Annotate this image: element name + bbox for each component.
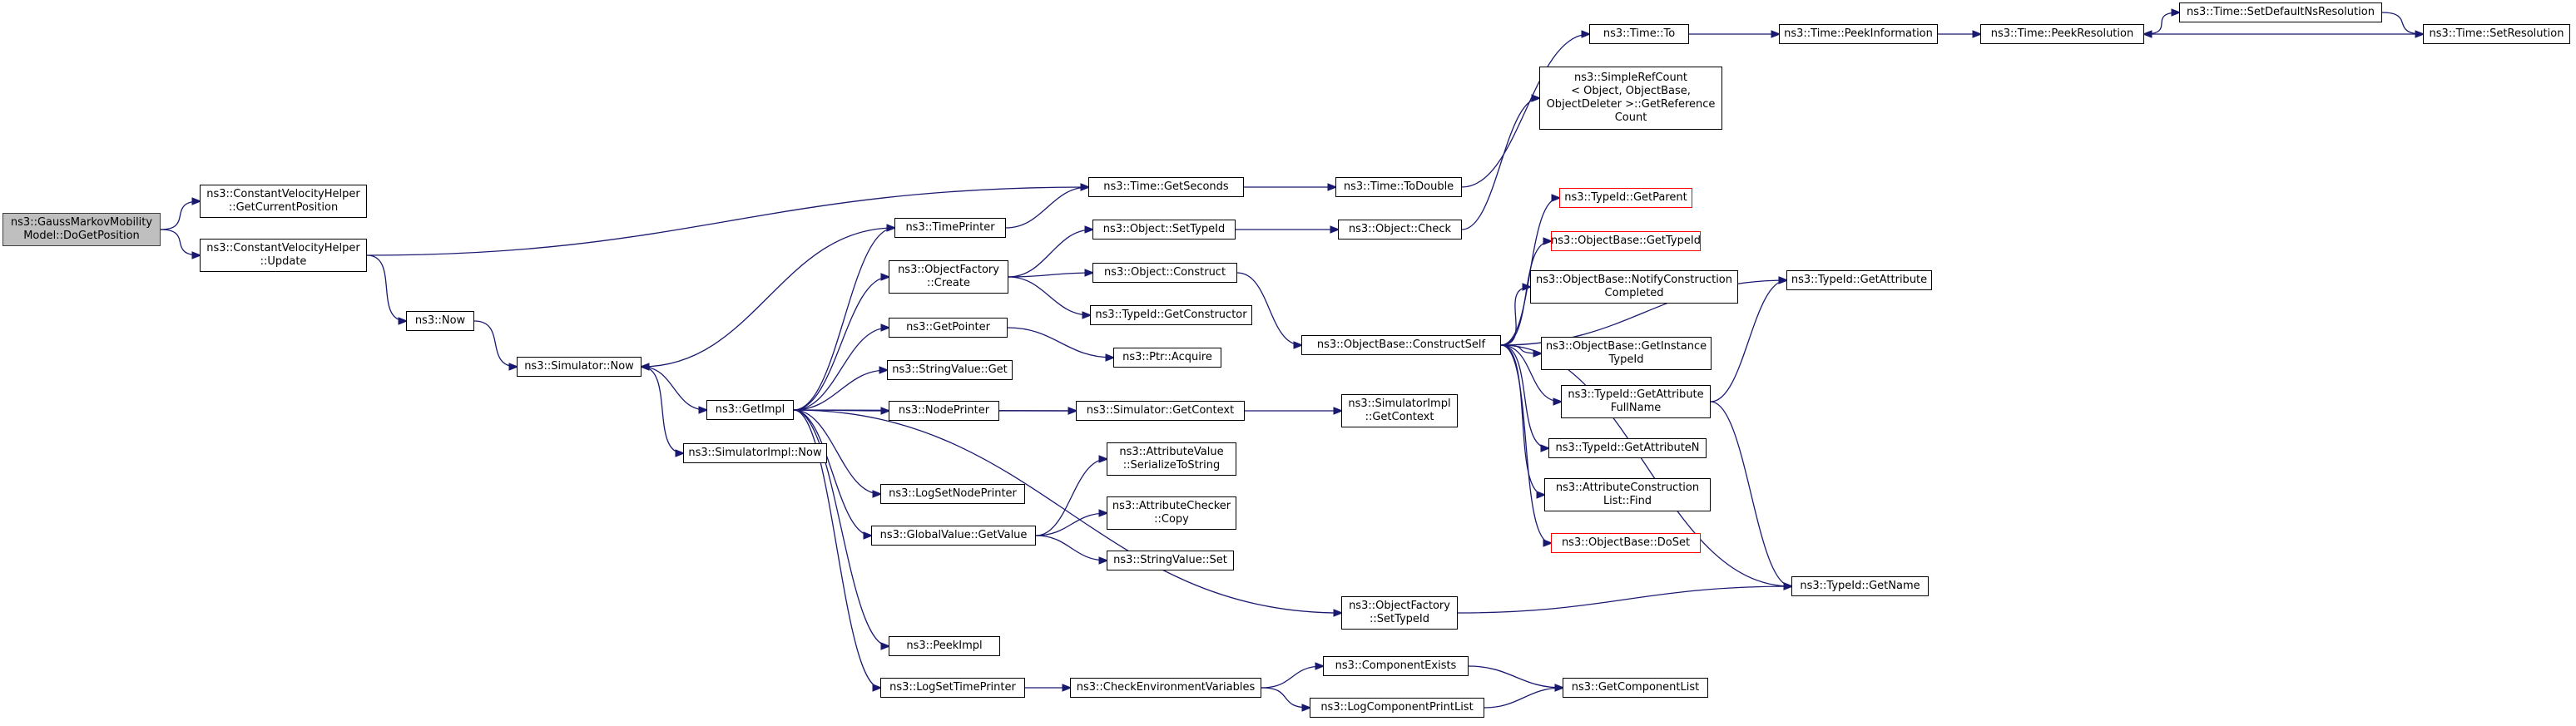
edge-objbase-constructself-to-objbase-doset [1500,344,1551,543]
edge-cvh-update-to-now [366,254,406,321]
graph-node-time-getseconds[interactable]: ns3::Time::GetSeconds [1088,177,1244,197]
edge-now-to-sim-now [473,320,517,367]
graph-node-stringvalue-get[interactable]: ns3::StringValue::Get [887,360,1013,380]
edge-globalvalue-getvalue-to-attrvalue-serialize [1035,459,1107,536]
graph-node-objbase-gettypeid[interactable]: ns3::ObjectBase::GetTypeId [1551,231,1701,251]
edge-globalvalue-getvalue-to-stringvalue-set [1035,535,1107,561]
graph-node-getpointer[interactable]: ns3::GetPointer [889,318,1008,338]
graph-node-logcomponentprintlist[interactable]: ns3::LogComponentPrintList [1310,698,1484,718]
graph-node-simimpl-getcontext[interactable]: ns3::SimulatorImpl ::GetContext [1341,394,1458,427]
graph-node-logsetnodeprinter[interactable]: ns3::LogSetNodePrinter [880,484,1025,504]
graph-node-ptr-acquire[interactable]: ns3::Ptr::Acquire [1113,348,1221,368]
edge-objfactory-create-to-typeid-getconstructor [1008,276,1090,315]
graph-node-sim-now[interactable]: ns3::Simulator::Now [517,357,642,377]
edge-globalvalue-getvalue-to-attrchecker-copy [1035,513,1107,536]
edge-time-setdefaultns-to-time-setres [2381,12,2423,34]
edge-getimpl-to-stringvalue-get [793,370,887,411]
graph-node-typeid-getparent[interactable]: ns3::TypeId::GetParent [1559,188,1692,208]
graph-node-objbase-constructself[interactable]: ns3::ObjectBase::ConstructSelf [1301,335,1501,355]
graph-node-sim-getcontext[interactable]: ns3::Simulator::GetContext [1076,401,1245,421]
edge-getimpl-to-objfactory-settypeid [793,409,1341,613]
edge-root-to-cvh-update [160,229,200,255]
graph-node-nodeprinter[interactable]: ns3::NodePrinter [889,401,999,421]
graph-node-simimpl-now[interactable]: ns3::SimulatorImpl::Now [683,443,827,463]
graph-node-now[interactable]: ns3::Now [406,311,474,331]
graph-node-attrchecker-copy[interactable]: ns3::AttributeChecker ::Copy [1107,496,1236,530]
edge-checkenv-to-logcomponentprintlist [1261,687,1310,708]
edge-objfactory-create-to-object-construct [1008,273,1092,278]
graph-node-time-to[interactable]: ns3::Time::To [1589,24,1689,44]
edge-objbase-constructself-to-objbase-notify [1500,287,1530,346]
graph-node-time-setres[interactable]: ns3::Time::SetResolution [2423,24,2570,44]
graph-node-objbase-notify[interactable]: ns3::ObjectBase::NotifyConstruction Comp… [1530,270,1738,304]
edge-getimpl-to-globalvalue-getvalue [793,409,871,536]
graph-node-typeid-getname[interactable]: ns3::TypeId::GetName [1791,576,1929,596]
graph-node-peekimpl[interactable]: ns3::PeekImpl [889,636,1000,656]
graph-node-getcomponentlist[interactable]: ns3::GetComponentList [1563,678,1708,698]
graph-node-objbase-getinstance[interactable]: ns3::ObjectBase::GetInstance TypeId [1541,337,1712,370]
edge-objfactory-settypeid-to-typeid-getname [1457,586,1791,614]
edge-typeid-getattrfullname-to-typeid-getname [1710,401,1791,586]
edge-getimpl-to-objfactory-create [793,277,889,411]
graph-node-timeprinter[interactable]: ns3::TimePrinter [894,218,1006,238]
graph-node-root: ns3::GaussMarkovMobility Model::DoGetPos… [2,213,161,246]
graph-node-time-peekres[interactable]: ns3::Time::PeekResolution [1980,24,2144,44]
graph-node-object-construct[interactable]: ns3::Object::Construct [1092,263,1237,283]
graph-node-typeid-getconstructor[interactable]: ns3::TypeId::GetConstructor [1090,305,1252,325]
graph-node-time-todouble[interactable]: ns3::Time::ToDouble [1335,177,1462,197]
edge-timeprinter-to-time-getseconds [1005,187,1088,229]
edge-checkenv-to-componentexists [1261,666,1323,689]
graph-node-cvh-getcur[interactable]: ns3::ConstantVelocityHelper ::GetCurrent… [200,185,367,218]
graph-node-componentexists[interactable]: ns3::ComponentExists [1323,656,1469,676]
edge-object-check-to-simplerefcount [1461,98,1539,230]
graph-node-simplerefcount[interactable]: ns3::SimpleRefCount < Object, ObjectBase… [1539,67,1722,130]
edge-objfactory-create-to-object-settypeid [1008,230,1092,278]
graph-node-object-check[interactable]: ns3::Object::Check [1338,220,1462,240]
edge-logcomponentprintlist-to-getcomponentlist [1484,688,1563,709]
graph-node-cvh-update[interactable]: ns3::ConstantVelocityHelper ::Update [200,239,367,272]
edge-getimpl-to-getpointer [793,328,889,411]
edge-getimpl-to-timeprinter [793,228,894,411]
graph-node-globalvalue-getvalue[interactable]: ns3::GlobalValue::GetValue [871,526,1036,546]
graph-node-typeid-getattribute[interactable]: ns3::TypeId::GetAttribute [1786,270,1932,290]
graph-node-getimpl[interactable]: ns3::GetImpl [706,400,794,420]
graph-node-objfactory-settypeid[interactable]: ns3::ObjectFactory ::SetTypeId [1341,596,1458,630]
graph-node-checkenv[interactable]: ns3::CheckEnvironmentVariables [1070,678,1261,698]
graph-node-time-peekinfo[interactable]: ns3::Time::PeekInformation [1779,24,1938,44]
graph-node-time-setdefaultns[interactable]: ns3::Time::SetDefaultNsResolution [2179,2,2382,22]
edge-sim-now-to-getimpl [641,366,706,410]
graph-node-objbase-doset[interactable]: ns3::ObjectBase::DoSet [1551,533,1701,553]
edge-root-to-cvh-getcur [160,201,200,230]
graph-node-attrconstructionlist-find[interactable]: ns3::AttributeConstruction List::Find [1544,478,1711,511]
graph-node-typeid-getattrn[interactable]: ns3::TypeId::GetAttributeN [1548,438,1707,458]
edge-getimpl-to-nodeprinter [793,410,889,411]
edge-getpointer-to-ptr-acquire [1007,327,1113,358]
graph-node-logsettimeprinter[interactable]: ns3::LogSetTimePrinter [880,678,1025,698]
graph-node-stringvalue-set[interactable]: ns3::StringValue::Set [1107,551,1234,570]
graph-node-object-settypeid[interactable]: ns3::Object::SetTypeId [1092,220,1236,240]
edge-timeprinter-to-sim-now [642,227,895,367]
edge-objbase-constructself-to-objbase-getinstance [1500,344,1541,353]
graph-node-typeid-getattrfullname[interactable]: ns3::TypeId::GetAttribute FullName [1561,385,1711,418]
edge-sim-now-to-simimpl-now [641,366,683,453]
edge-time-peekres-to-time-setdefaultns [2143,12,2179,35]
graph-node-attrvalue-serialize[interactable]: ns3::AttributeValue ::SerializeToString [1107,442,1236,476]
edge-componentexists-to-getcomponentlist [1468,665,1563,688]
graph-node-objfactory-create[interactable]: ns3::ObjectFactory ::Create [889,260,1008,294]
edge-objbase-constructself-to-attrconstructionlist-find [1500,344,1544,495]
